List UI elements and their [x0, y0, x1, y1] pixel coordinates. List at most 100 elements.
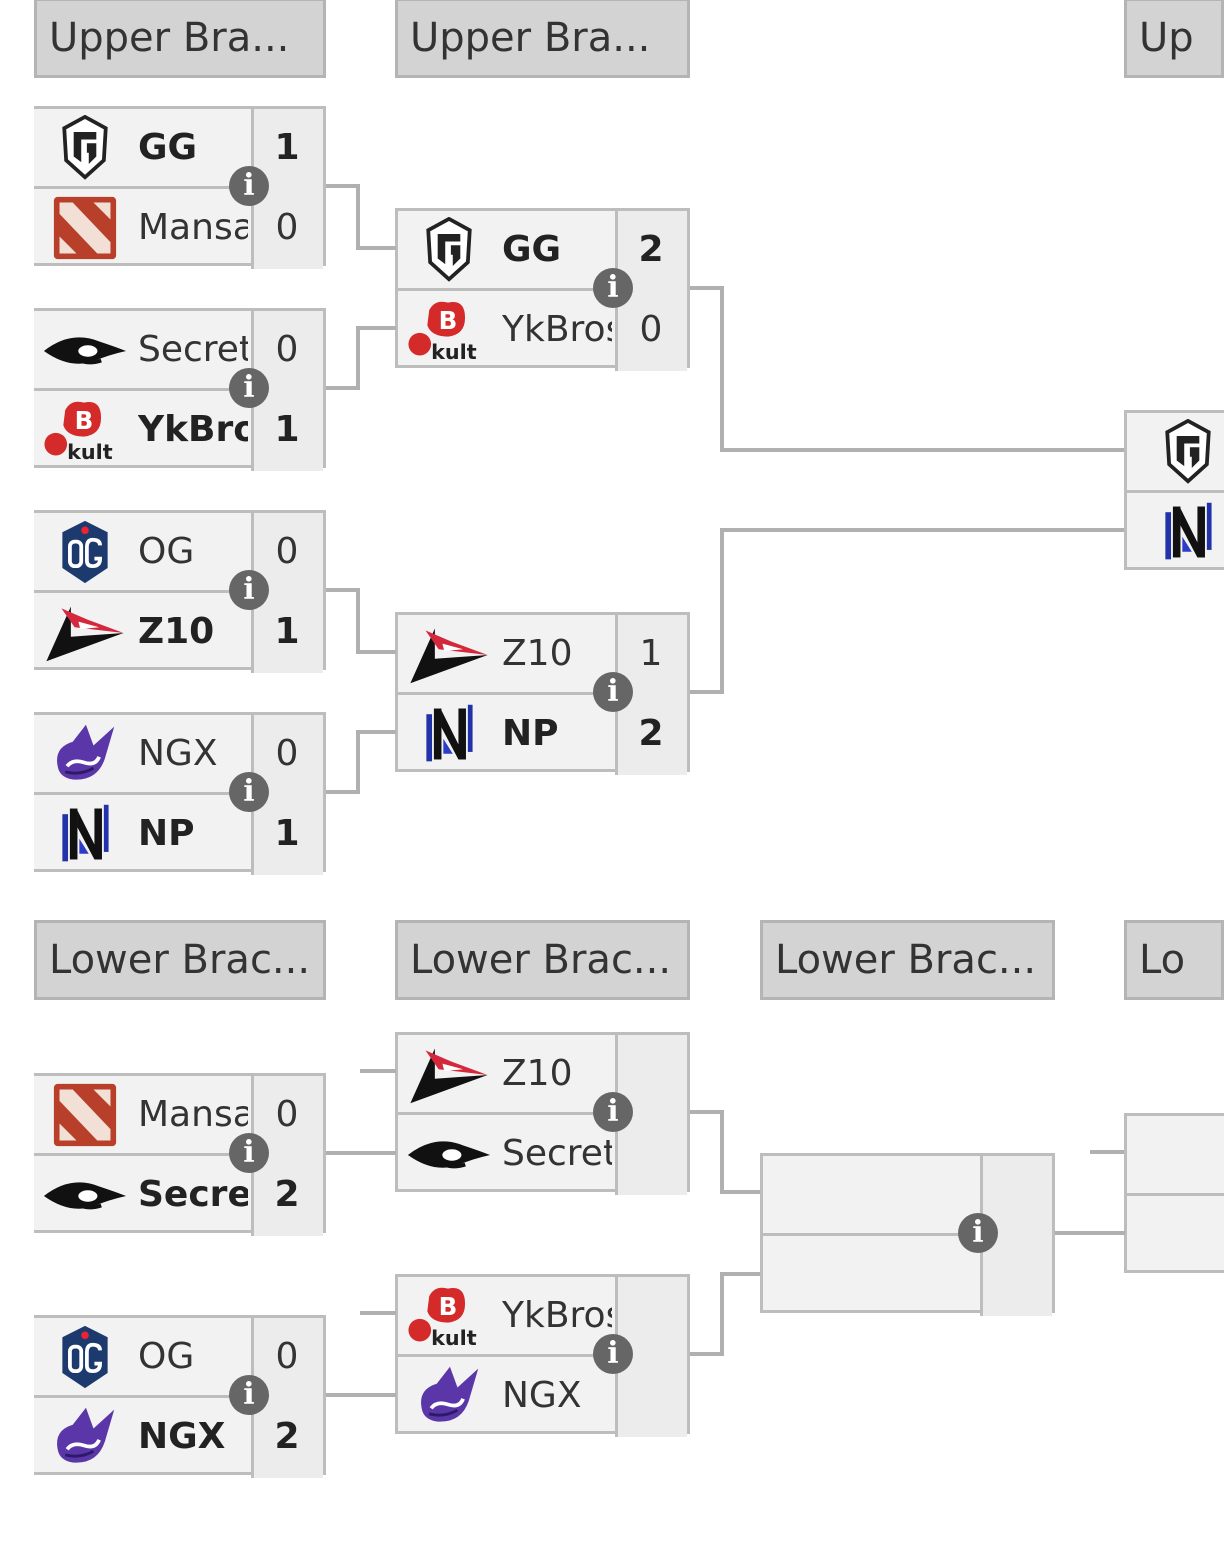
match-info-icon[interactable]: i — [593, 1334, 633, 1374]
team-row[interactable]: GG — [398, 211, 687, 288]
team-score: 2 — [274, 1174, 300, 1215]
match-info-icon[interactable]: i — [229, 368, 269, 408]
header-upper-round1: Upper Bra... — [34, 0, 326, 78]
team-row[interactable]: NGX — [398, 1357, 687, 1434]
ngx-logo-icon — [406, 1363, 492, 1429]
divider — [34, 1395, 323, 1398]
connector-line — [360, 1311, 396, 1315]
header-upper-round3: Up — [1124, 0, 1224, 78]
ykbros-logo-icon — [42, 397, 128, 463]
z10-logo-icon — [42, 599, 128, 665]
team-row[interactable]: Secret — [34, 311, 323, 388]
match-info-icon[interactable]: i — [958, 1213, 998, 1253]
team-score: 1 — [274, 611, 300, 652]
connector-line — [326, 588, 360, 592]
divider — [398, 1112, 687, 1115]
connector-line — [720, 1272, 724, 1356]
team-row[interactable]: Z10 — [34, 593, 323, 670]
team-name: Secret — [138, 329, 248, 370]
team-score: 2 — [274, 1416, 300, 1457]
team-row[interactable]: GG — [34, 109, 323, 186]
np-logo-icon — [406, 701, 492, 767]
connector-line — [720, 528, 1124, 532]
team-row[interactable]: Secret — [34, 1156, 323, 1233]
header-lower-round3: Lower Brac... — [760, 920, 1055, 1000]
upper-r1-match-4[interactable]: NGX NP 0 1 — [34, 712, 326, 875]
team-score: 0 — [275, 329, 299, 370]
lower-r1-match-2[interactable]: OG NGX 0 2 — [34, 1315, 326, 1478]
team-row[interactable]: Z10 — [398, 615, 687, 692]
match-info-icon[interactable]: i — [593, 672, 633, 712]
og-logo-icon — [42, 1324, 128, 1390]
header-lower-round1: Lower Brac... — [34, 920, 326, 1000]
team-name: YkBros — [502, 1295, 612, 1336]
team-name: YkBros — [502, 309, 612, 350]
divider — [1127, 490, 1224, 493]
gg-logo-icon — [1145, 419, 1224, 485]
team-score: 1 — [274, 409, 300, 450]
team-score: 0 — [275, 207, 299, 248]
match-info-icon[interactable]: i — [593, 1092, 633, 1132]
divider — [398, 288, 687, 291]
team-score: 2 — [638, 229, 664, 270]
team-row[interactable]: Z10 — [398, 1035, 687, 1112]
upper-r2-match-2[interactable]: Z10 NP 1 2 — [395, 612, 690, 775]
score-column: 0 1 — [251, 715, 323, 875]
team-row[interactable] — [1127, 413, 1224, 490]
team-row[interactable]: YkBros — [398, 291, 687, 368]
team-row[interactable]: NGX — [34, 715, 323, 792]
team-row[interactable]: YkBros — [398, 1277, 687, 1354]
match-info-icon[interactable]: i — [229, 772, 269, 812]
team-name: OG — [138, 1336, 195, 1377]
connector-line — [356, 326, 360, 390]
header-upper-round2: Upper Bra... — [395, 0, 690, 78]
upper-r1-match-3[interactable]: OG Z10 0 1 — [34, 510, 326, 673]
match-info-icon[interactable]: i — [229, 1133, 269, 1173]
team-row[interactable]: Mansa — [34, 189, 323, 266]
lower-r3-match-1[interactable] — [760, 1153, 1055, 1316]
team-row[interactable] — [1127, 493, 1224, 570]
connector-line — [720, 286, 724, 452]
team-row[interactable]: NP — [34, 795, 323, 872]
team-name: NP — [502, 713, 559, 754]
team-row[interactable]: NP — [398, 695, 687, 772]
match-info-icon[interactable]: i — [229, 166, 269, 206]
score-column: 1 0 — [251, 109, 323, 269]
upper-r3-match-1[interactable] — [1124, 410, 1224, 570]
lower-r4-match-1[interactable] — [1124, 1113, 1224, 1273]
z10-logo-icon — [406, 621, 492, 687]
match-info-icon[interactable]: i — [229, 1375, 269, 1415]
team-name: GG — [502, 229, 562, 270]
team-name: Secret — [138, 1174, 248, 1215]
team-score: 0 — [275, 1094, 299, 1135]
connector-line — [326, 184, 360, 188]
connector-line — [326, 790, 360, 794]
connector-line — [356, 730, 360, 794]
lower-r1-match-1[interactable]: Mansa Secret 0 2 — [34, 1073, 326, 1236]
team-row[interactable]: YkBro — [34, 391, 323, 468]
divider — [34, 792, 323, 795]
team-row[interactable]: OG — [34, 1318, 323, 1395]
upper-r1-match-1[interactable]: GG Mansa 1 0 — [34, 106, 326, 269]
upper-r2-match-1[interactable]: GG YkBros 2 0 — [395, 208, 690, 371]
divider — [34, 590, 323, 593]
connector-line — [1090, 1150, 1124, 1154]
connector-line — [720, 528, 724, 694]
team-name: OG — [138, 531, 195, 572]
np-logo-icon — [42, 801, 128, 867]
team-row[interactable]: Mansa — [34, 1076, 323, 1153]
team-name: Mansa — [138, 207, 248, 248]
divider — [34, 388, 323, 391]
match-info-icon[interactable]: i — [229, 570, 269, 610]
lower-r2-match-1[interactable]: Z10 Secret — [395, 1032, 690, 1195]
team-score: 0 — [275, 1336, 299, 1377]
lower-r2-match-2[interactable]: YkBros NGX — [395, 1274, 690, 1437]
team-row[interactable]: Secret — [398, 1115, 687, 1192]
match-info-icon[interactable]: i — [593, 268, 633, 308]
team-name: Mansa — [138, 1094, 248, 1135]
upper-r1-match-2[interactable]: Secret YkBro 0 1 — [34, 308, 326, 471]
team-row[interactable]: NGX — [34, 1398, 323, 1475]
team-row[interactable]: OG — [34, 513, 323, 590]
team-score: 0 — [275, 733, 299, 774]
team-name: Z10 — [138, 611, 215, 652]
